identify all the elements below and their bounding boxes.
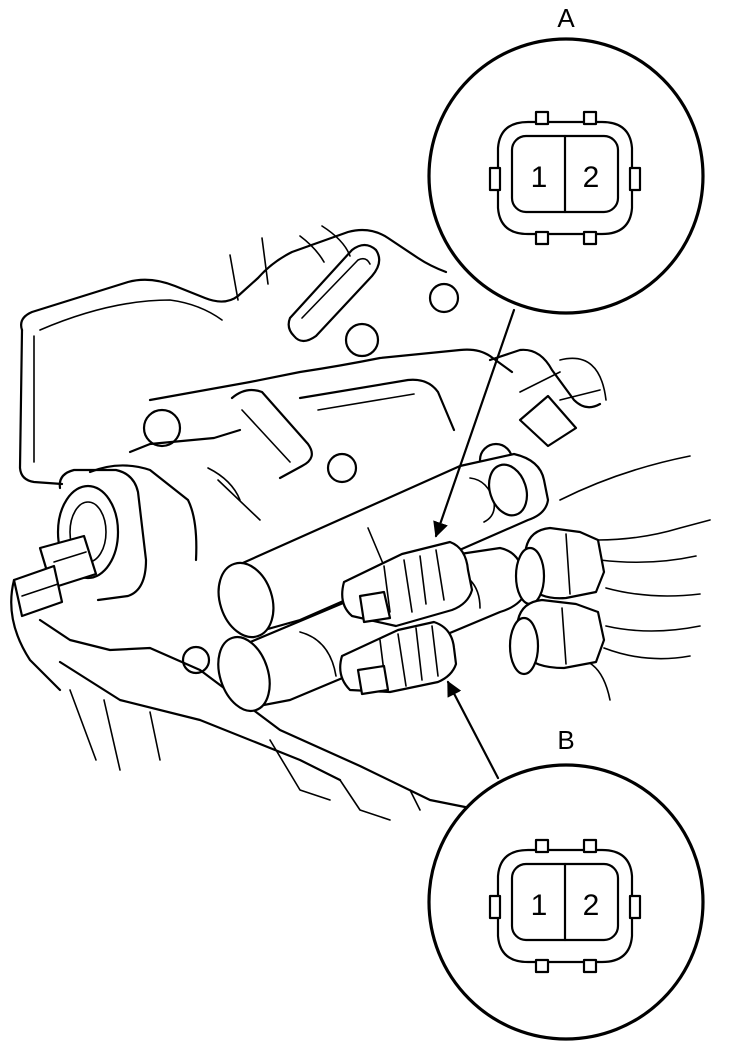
connector-b-pin-2: 2: [583, 889, 600, 922]
engine-assembly-drawing: [10, 225, 711, 821]
callout-a: A 1 2: [427, 3, 705, 315]
arrow-b: [446, 680, 500, 780]
connector-a-on-solenoid: [341, 540, 474, 628]
arrow-a: [433, 308, 516, 538]
connector-b-face: [488, 838, 642, 974]
connector-b-on-solenoid: [339, 620, 458, 696]
callout-b: B 1 2: [427, 725, 705, 1041]
connector-a-pin-2: 2: [583, 161, 600, 194]
side-connectors: [508, 526, 606, 676]
callout-a-label: A: [557, 3, 575, 33]
upper-solenoid: [217, 452, 550, 639]
connector-b-pin-1: 1: [531, 889, 548, 922]
connector-a-pin-1: 1: [531, 161, 548, 194]
connector-a-face: [488, 110, 642, 246]
callout-b-label: B: [557, 725, 574, 755]
